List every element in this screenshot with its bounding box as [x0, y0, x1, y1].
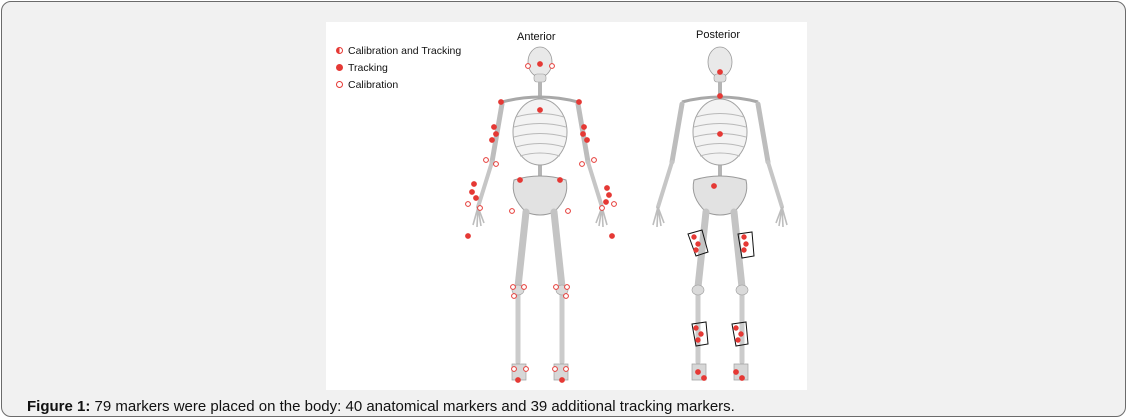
posterior-title: Posterior: [696, 29, 741, 41]
anterior-title: Anterior: [517, 31, 556, 43]
hollow-marker-icon: [336, 81, 343, 88]
posterior-markers: [687, 69, 755, 381]
figure-caption: Figure 1: 79 markers were placed on the …: [27, 398, 735, 415]
legend-item-calibration-tracking: Calibration and Tracking: [336, 42, 461, 59]
figure-image: Anterior Posterior Calibration and Track…: [326, 22, 807, 390]
filled-marker-icon: [336, 64, 343, 71]
anterior-markers: [465, 61, 617, 383]
legend-label: Calibration: [348, 78, 399, 91]
legend-label: Tracking: [348, 61, 388, 74]
legend-item-tracking: Tracking: [336, 59, 461, 76]
legend-label: Calibration and Tracking: [348, 44, 462, 57]
caption-text: 79 markers were placed on the body: 40 a…: [90, 398, 735, 415]
half-filled-marker-icon: [336, 47, 343, 54]
anterior-skeleton: [473, 47, 607, 380]
caption-label: Figure 1:: [27, 398, 91, 415]
legend-item-calibration: Calibration: [336, 76, 461, 93]
skeleton-illustration: [465, 22, 807, 390]
legend: Calibration and Tracking Tracking Calibr…: [336, 42, 461, 93]
